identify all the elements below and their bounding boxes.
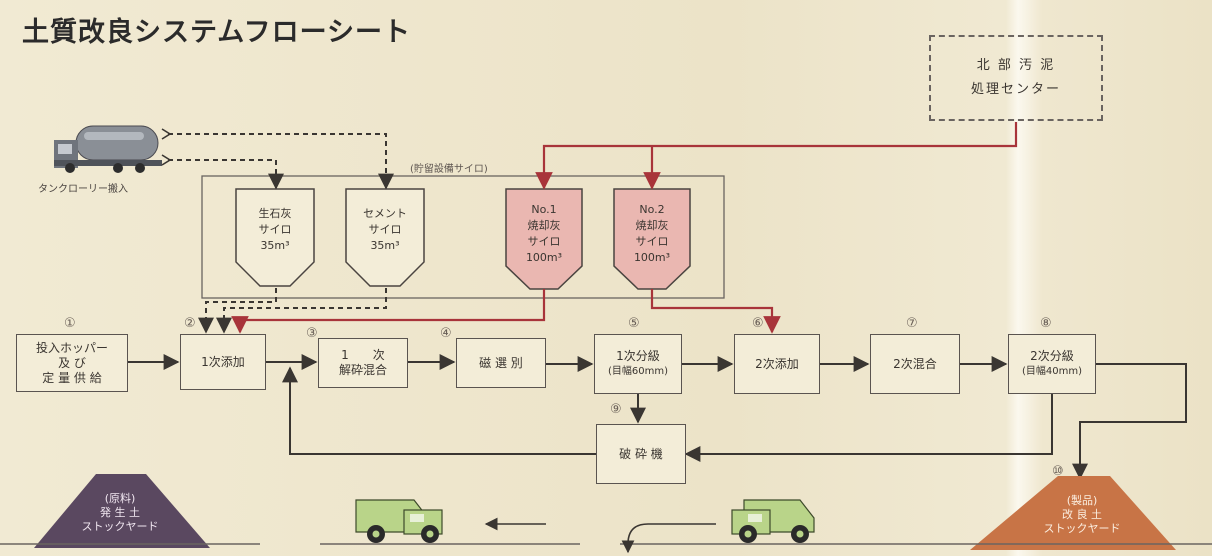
step-crusher-box: 破 砕 機 bbox=[596, 424, 686, 484]
step-number-3: ③ bbox=[306, 326, 318, 341]
step-number-5: ⑤ bbox=[628, 316, 640, 331]
dump-truck-right-icon bbox=[731, 499, 815, 543]
step-secondary-mixing-box: 2次混合 bbox=[870, 334, 960, 394]
page-title: 土質改良システムフローシート bbox=[22, 17, 412, 48]
truck-route-arrow-down bbox=[621, 523, 716, 554]
step-number-9: ⑨ bbox=[610, 402, 622, 417]
step-primary-addition-box: 1次添加 bbox=[180, 334, 266, 390]
step-secondary-screening-box: 2次分級(目幅40mm) bbox=[1008, 334, 1096, 394]
step-number-10: ⑩ bbox=[1052, 464, 1064, 479]
step-number-1: ① bbox=[64, 316, 76, 331]
improved-soil-pile-label: (製品)改 良 土ストックヤード bbox=[1043, 494, 1121, 535]
raw-soil-pile-label: (原料)発 生 土ストックヤード bbox=[81, 492, 159, 533]
storage-group-title: (貯留設備サイロ) bbox=[410, 164, 488, 175]
center-name-line1: 北 部 汚 泥 bbox=[976, 58, 1056, 73]
step-number-7: ⑦ bbox=[906, 316, 918, 331]
step-magnetic-separation-box: 磁 選 別 bbox=[456, 338, 546, 388]
step-primary-mixing-box: 1 次解砕混合 bbox=[318, 338, 408, 388]
storage-group-frame bbox=[201, 175, 725, 299]
ash-silo-1 bbox=[505, 188, 583, 290]
step-number-8: ⑧ bbox=[1040, 316, 1052, 331]
cement-silo bbox=[345, 188, 425, 287]
step-secondary-addition-box: 2次添加 bbox=[734, 334, 820, 394]
step-number-6: ⑥ bbox=[752, 316, 764, 331]
dump-truck-left-icon bbox=[355, 499, 443, 543]
quicklime-silo bbox=[235, 188, 315, 287]
ash-silo-2 bbox=[613, 188, 691, 290]
step-number-2: ② bbox=[184, 316, 196, 331]
step-primary-screening-box: 1次分級(目幅60mm) bbox=[594, 334, 682, 394]
sludge-treatment-center: 北 部 汚 泥 処理センター bbox=[929, 35, 1103, 121]
center-name-line2: 処理センター bbox=[970, 82, 1061, 97]
raw-soil-pile bbox=[34, 474, 210, 548]
tank-lorry-label: タンクローリー搬入 bbox=[38, 184, 128, 195]
tank-lorry-icon bbox=[54, 125, 162, 173]
improved-soil-pile bbox=[970, 476, 1176, 550]
step-hopper-box: 投入ホッパー及 び定 量 供 給 bbox=[16, 334, 128, 392]
step-number-4: ④ bbox=[440, 326, 452, 341]
